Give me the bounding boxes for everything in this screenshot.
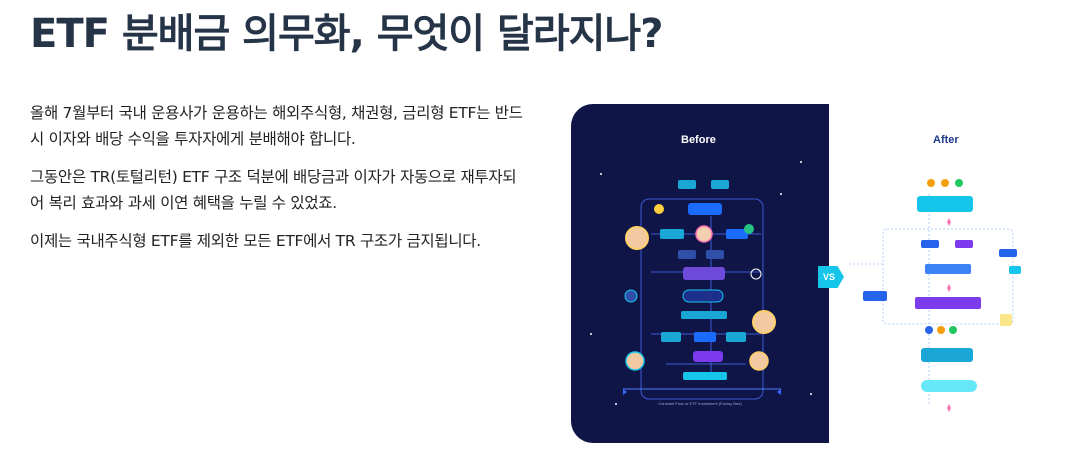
paragraph-1: 올해 7월부터 국내 운용사가 운용하는 해외주식형, 채권형, 금리형 ETF… <box>30 104 523 148</box>
before-caption: Constant Flow of ETF Investment (Factoy … <box>658 401 742 406</box>
paragraph-3: 이제는 국내주식형 ETF를 제외한 모든 ETF에서 TR 구조가 금지됩니다… <box>30 232 481 250</box>
after-label: After <box>933 134 959 146</box>
before-flow-diagram <box>590 161 812 405</box>
before-after-illustration: Before Constant Flow of ETF Investment (… <box>571 104 1041 443</box>
before-panel: Before Constant Flow of ETF Investment (… <box>571 104 829 443</box>
paragraph-2: 그동안은 TR(토털리턴) ETF 구조 덕분에 배당금과 이자가 자동으로 재… <box>30 168 517 212</box>
article-body: 올해 7월부터 국내 운용사가 운용하는 해외주식형, 채권형, 금리형 ETF… <box>30 100 530 266</box>
after-flow-diagram <box>849 179 1021 412</box>
before-label: Before <box>681 134 716 146</box>
vs-badge: VS <box>818 266 844 288</box>
page-title: ETF 분배금 의무화, 무엇이 달라지나? <box>30 11 663 57</box>
after-panel: After <box>829 104 1041 443</box>
